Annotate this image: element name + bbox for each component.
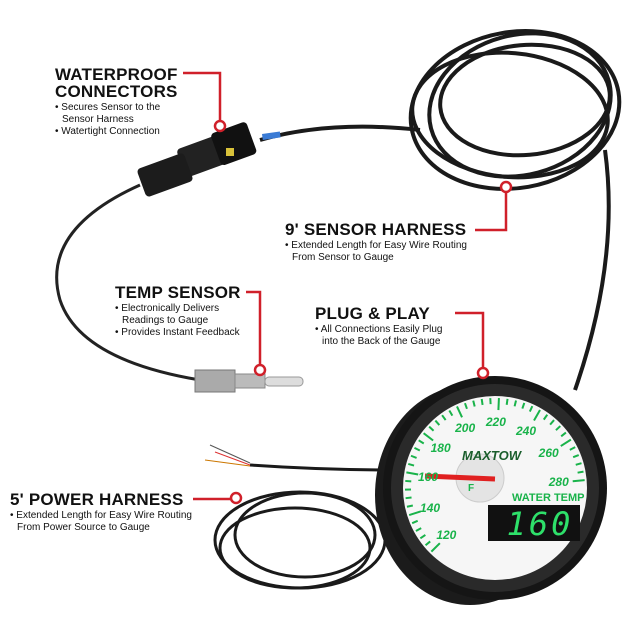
scale-label: 140 bbox=[420, 500, 441, 515]
gauge-tick bbox=[521, 402, 526, 409]
callout-title: WATERPROOF bbox=[55, 65, 178, 84]
gauge-tick bbox=[572, 454, 580, 459]
gauge-tick bbox=[424, 540, 431, 547]
callout-plug-play: PLUG & PLAY All Connections Easily Plugi… bbox=[315, 305, 442, 348]
gauge-tick bbox=[575, 462, 582, 466]
gauge-tick bbox=[555, 425, 561, 431]
gauge-brand: MAXTOW bbox=[462, 448, 521, 463]
gauge-tick bbox=[464, 402, 468, 410]
callout-bullet: Watertight Connection bbox=[55, 126, 178, 138]
callout-bullet: Provides Instant Feedback bbox=[115, 327, 241, 339]
callout-title: 5' POWER HARNESS bbox=[10, 490, 184, 509]
gauge-tick bbox=[406, 471, 419, 476]
gauge-tick bbox=[408, 510, 421, 517]
gauge-tick bbox=[533, 409, 541, 421]
gauge-tick bbox=[410, 454, 417, 459]
gauge-tick bbox=[408, 462, 415, 467]
gauge-tick bbox=[472, 400, 476, 407]
gauge-tick bbox=[572, 479, 585, 483]
gauge-tick bbox=[505, 398, 509, 405]
gauge-tick bbox=[456, 406, 463, 418]
gauge-tick bbox=[411, 519, 419, 525]
callout-bullet: Extended Length for Easy Wire Routing bbox=[291, 240, 467, 251]
scale-label: 200 bbox=[455, 421, 476, 436]
gauge-tick bbox=[441, 414, 447, 421]
callout-bullet: From Sensor to Gauge bbox=[292, 252, 394, 263]
callout-bullet: Secures Sensor to the bbox=[61, 102, 161, 113]
callout-title: CONNECTORS bbox=[55, 82, 178, 101]
gauge-tick bbox=[497, 398, 500, 411]
callout-title: 9' SENSOR HARNESS bbox=[285, 220, 467, 239]
gauge-tick bbox=[528, 405, 534, 412]
gauge-tick bbox=[422, 432, 434, 442]
waterproof-connectors bbox=[137, 122, 257, 197]
gauge-tick bbox=[434, 419, 441, 426]
gauge-tick bbox=[480, 398, 484, 406]
temp-sensor bbox=[194, 369, 304, 393]
gauge bbox=[375, 376, 607, 605]
gauge-label: WATER TEMP bbox=[512, 492, 585, 504]
gauge-tick bbox=[549, 419, 555, 426]
callout-sensor-harness: 9' SENSOR HARNESS Extended Length for Ea… bbox=[285, 221, 467, 264]
callout-bullet: Electronically Delivers bbox=[121, 303, 220, 314]
scale-label: 120 bbox=[436, 527, 457, 542]
callout-bullet: All Connections Easily Plug bbox=[320, 324, 443, 335]
gauge-tick bbox=[414, 446, 421, 452]
callout-lines bbox=[183, 71, 513, 505]
gauge-tick bbox=[513, 400, 517, 407]
callout-power-harness: 5' POWER HARNESS Extended Length for Eas… bbox=[10, 491, 192, 534]
callout-bullet: Extended Length for Easy Wire Routing bbox=[16, 510, 192, 521]
scale-label: 220 bbox=[485, 415, 506, 430]
callout-bullet: From Power Source to Gauge bbox=[17, 522, 150, 533]
scale-label: 180 bbox=[430, 440, 451, 455]
callout-title: TEMP SENSOR bbox=[115, 283, 241, 302]
scale-label: 160 bbox=[418, 469, 439, 484]
callout-bullet: Sensor Harness bbox=[62, 114, 134, 125]
gauge-tick bbox=[415, 527, 422, 532]
scale-label: 240 bbox=[516, 423, 537, 438]
scale-label: 280 bbox=[548, 475, 569, 490]
gauge-unit: F bbox=[468, 483, 475, 494]
callout-title: PLUG & PLAY bbox=[315, 304, 430, 323]
gauge-tick bbox=[542, 414, 549, 421]
callout-bullet: into the Back of the Gauge bbox=[322, 336, 441, 347]
gauge-tick bbox=[577, 470, 584, 474]
callout-waterproof-connectors: WATERPROOF CONNECTORS Secures Sensor to … bbox=[55, 66, 178, 138]
gauge-tick bbox=[560, 438, 572, 447]
gauge-tick bbox=[419, 534, 426, 540]
gauge-tick bbox=[418, 439, 425, 445]
gauge-tick bbox=[569, 446, 576, 451]
gauge-tick bbox=[428, 425, 435, 432]
gauge-tick bbox=[448, 409, 454, 417]
gauge-tick bbox=[560, 431, 567, 438]
callout-temp-sensor: TEMP SENSOR Electronically DeliversReadi… bbox=[115, 284, 241, 339]
digital-readout: 160 bbox=[506, 505, 574, 543]
gauge-tick bbox=[405, 496, 412, 500]
sensor-harness-coil bbox=[259, 29, 622, 391]
gauge-tick bbox=[406, 504, 414, 508]
gauge-tick bbox=[430, 542, 441, 553]
callout-bullet: Readings to Gauge bbox=[122, 315, 209, 326]
scale-label: 260 bbox=[538, 445, 559, 460]
